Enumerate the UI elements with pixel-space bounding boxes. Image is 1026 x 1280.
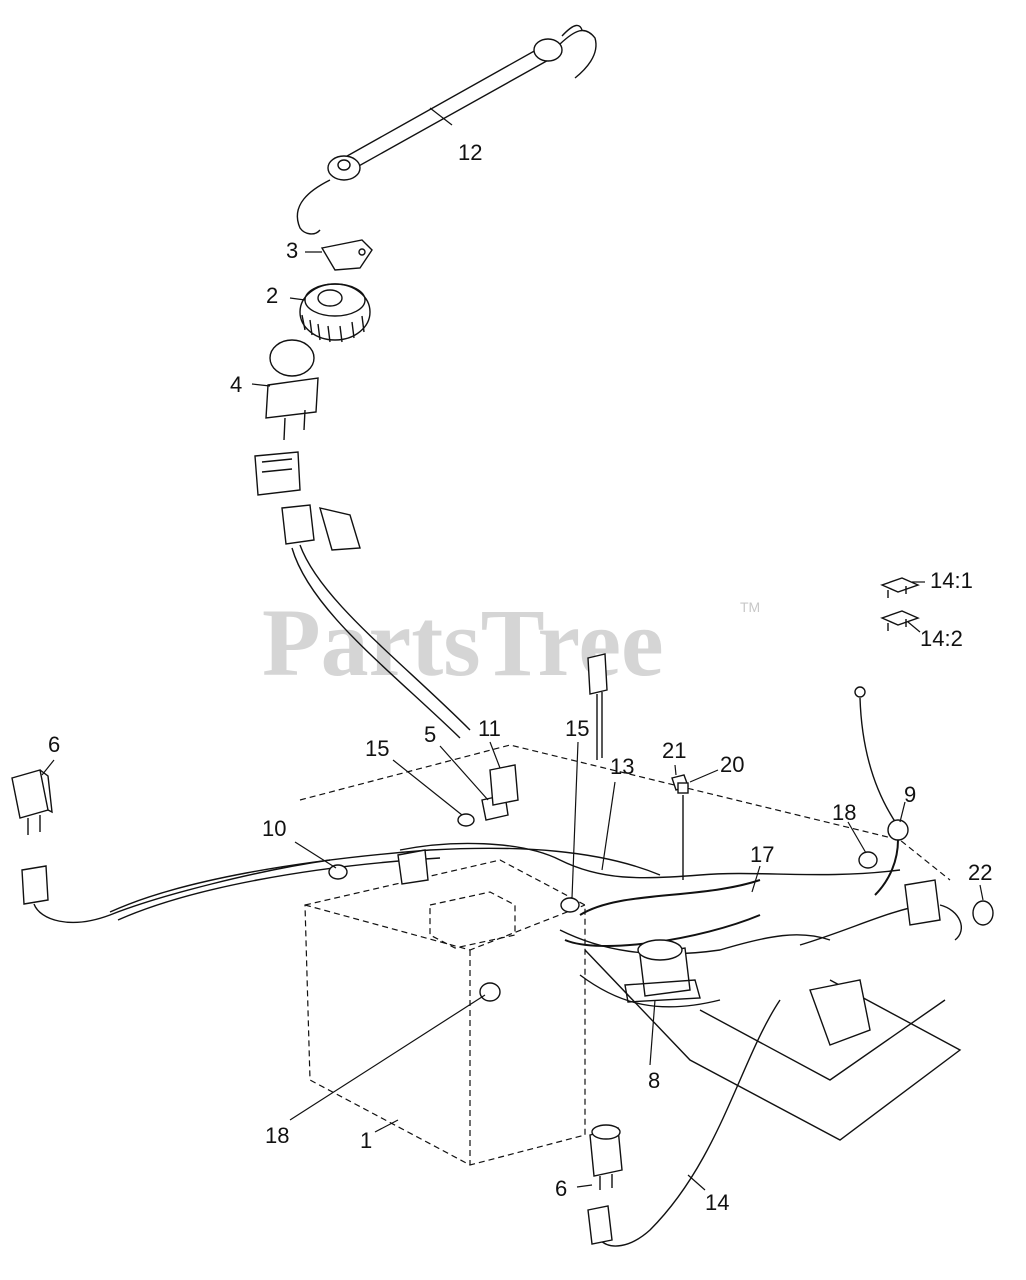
callout-18b[interactable]: 18 xyxy=(265,1123,289,1148)
part-22-nut[interactable] xyxy=(972,900,994,926)
callout-14-1[interactable]: 14:1 xyxy=(930,568,973,593)
callout-3[interactable]: 3 xyxy=(286,238,298,263)
callout-5[interactable]: 5 xyxy=(424,722,436,747)
chassis-plate xyxy=(299,744,962,1141)
callout-14-2[interactable]: 14:2 xyxy=(920,626,963,651)
callout-20[interactable]: 20 xyxy=(720,752,744,777)
part-13-connector[interactable] xyxy=(587,653,608,760)
callout-13[interactable]: 13 xyxy=(610,754,634,779)
watermark: PartsTree TM xyxy=(262,589,760,696)
callout-18a[interactable]: 18 xyxy=(832,800,856,825)
callout-17[interactable]: 17 xyxy=(750,842,774,867)
callout-21[interactable]: 21 xyxy=(662,738,686,763)
callout-1[interactable]: 1 xyxy=(360,1128,372,1153)
callout-labels: 12 3 2 4 14:1 14:2 6 15 5 11 15 13 21 20… xyxy=(48,140,992,1215)
callout-15a[interactable]: 15 xyxy=(365,736,389,761)
callout-11[interactable]: 11 xyxy=(478,716,501,741)
part-2-key-switch[interactable] xyxy=(299,283,371,343)
harness-connectors-upper xyxy=(254,451,471,739)
callout-8[interactable]: 8 xyxy=(648,1068,660,1093)
part-14-harness[interactable] xyxy=(599,999,781,1247)
part-12-harness[interactable] xyxy=(296,24,597,235)
part-6-relay-left[interactable] xyxy=(11,769,331,923)
harness-connector-right xyxy=(904,879,962,941)
part-14-2-fuse[interactable] xyxy=(880,610,920,631)
part-6-relay-lower[interactable] xyxy=(587,1124,623,1245)
part-15-terminal-a[interactable] xyxy=(457,813,475,827)
callout-22[interactable]: 22 xyxy=(968,860,992,885)
callout-12[interactable]: 12 xyxy=(458,140,482,165)
callout-6b[interactable]: 6 xyxy=(555,1176,567,1201)
part-3-bracket[interactable] xyxy=(320,239,373,271)
part-18-nut-right[interactable] xyxy=(858,851,878,869)
part-1-battery[interactable] xyxy=(304,859,586,1166)
part-11-bracket[interactable] xyxy=(489,764,519,806)
part-17-cable[interactable] xyxy=(579,879,761,916)
part-4-push-switch[interactable] xyxy=(265,339,319,441)
callout-10[interactable]: 10 xyxy=(262,816,286,841)
part-20-bolt[interactable] xyxy=(677,782,689,880)
callout-15b[interactable]: 15 xyxy=(565,716,589,741)
leader-lines xyxy=(41,107,984,1191)
callout-9[interactable]: 9 xyxy=(904,782,916,807)
part-9-ground-cable[interactable] xyxy=(854,686,909,896)
part-18-nut-battery[interactable] xyxy=(479,982,501,1002)
part-14-1-fuse[interactable] xyxy=(880,577,920,598)
watermark-trademark: TM xyxy=(740,599,760,615)
callout-6a[interactable]: 6 xyxy=(48,732,60,757)
part-10-clip[interactable] xyxy=(328,849,429,885)
main-harness xyxy=(109,842,926,955)
callout-4[interactable]: 4 xyxy=(230,372,242,397)
callout-14[interactable]: 14 xyxy=(705,1190,729,1215)
part-8-solenoid[interactable] xyxy=(624,939,701,1003)
callout-2[interactable]: 2 xyxy=(266,283,278,308)
part-15-terminal-b[interactable] xyxy=(560,897,580,913)
